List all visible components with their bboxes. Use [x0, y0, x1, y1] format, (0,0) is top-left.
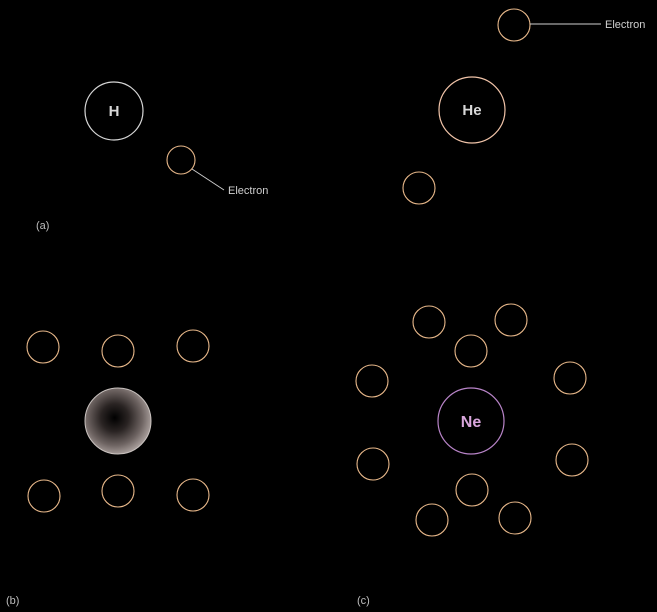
- hydrogen-electron: [166, 145, 196, 175]
- helium-nucleus: [438, 76, 506, 144]
- helium-electron: [402, 171, 436, 205]
- electron: [412, 305, 446, 339]
- helium-symbol: He: [462, 102, 481, 119]
- blurred-atom: [26, 329, 210, 513]
- neon-symbol: Ne: [461, 414, 482, 431]
- electron: [553, 361, 587, 395]
- electron: [494, 303, 528, 337]
- panel-b-label: (b): [6, 595, 19, 607]
- electron: [26, 330, 60, 364]
- hydrogen-atom: H Electron: [84, 81, 268, 197]
- electron: [498, 501, 532, 535]
- electron: [555, 443, 589, 477]
- electron: [27, 479, 61, 513]
- helium-electron-label: Electron: [605, 19, 645, 31]
- electron: [176, 478, 210, 512]
- electron: [415, 503, 449, 537]
- neon-nucleus: [437, 387, 505, 455]
- helium-electron: [497, 8, 531, 42]
- electron: [176, 329, 210, 363]
- electron: [355, 364, 389, 398]
- blurred-nucleus: [84, 387, 152, 455]
- hydrogen-electron-label: Electron: [228, 185, 268, 197]
- hydrogen-nucleus: [84, 81, 144, 141]
- panel-a-label: (a): [36, 220, 49, 232]
- helium-atom: He Electron: [402, 8, 645, 205]
- hydrogen-symbol: H: [109, 103, 120, 120]
- neon-atom: Ne: [355, 303, 589, 537]
- electron: [101, 334, 135, 368]
- hydrogen-electron-leader: [191, 168, 225, 191]
- panel-c-label: (c): [357, 595, 370, 607]
- electron: [356, 447, 390, 481]
- electron: [454, 334, 488, 368]
- electron: [101, 474, 135, 508]
- electron: [455, 473, 489, 507]
